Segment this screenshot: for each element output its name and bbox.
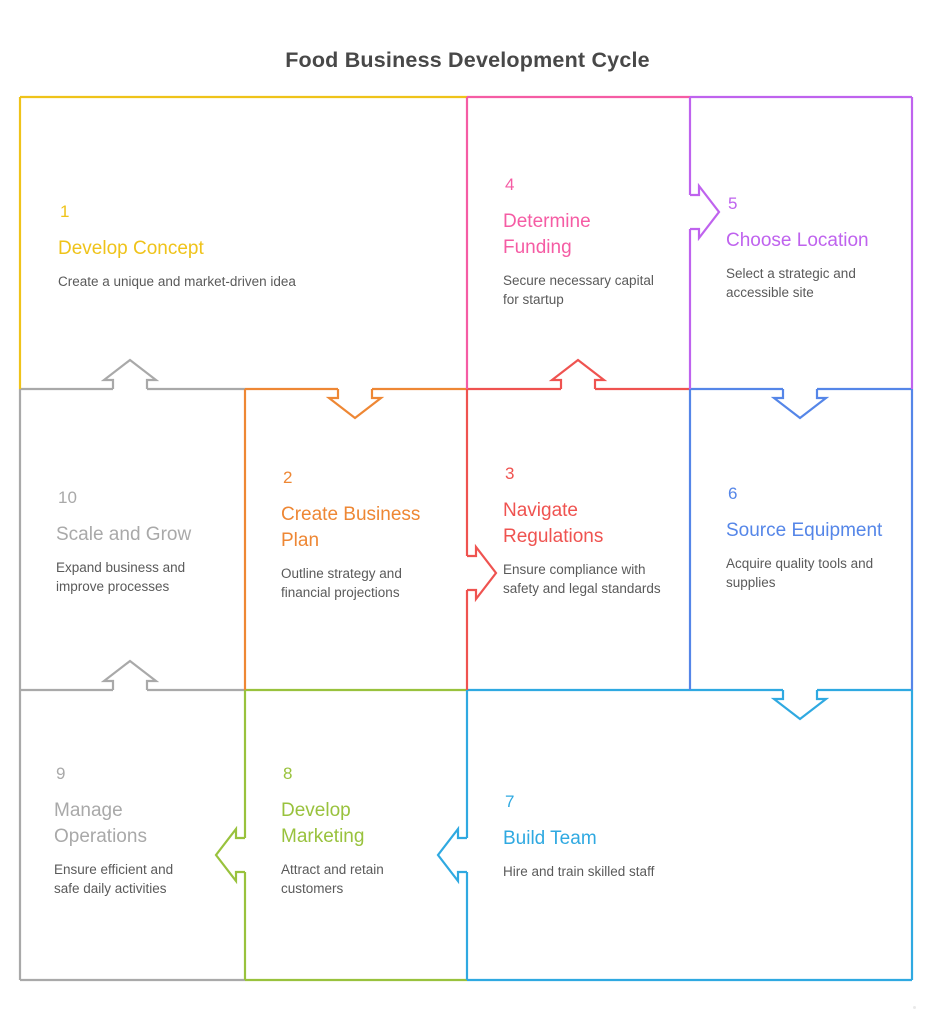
arrow-9-to-10-icon: [100, 659, 160, 690]
step-description: Hire and train skilled staff: [503, 864, 655, 879]
step-number: 9: [56, 764, 66, 783]
step-title: Build Team: [503, 828, 597, 849]
step-number: 4: [505, 175, 515, 194]
arrow-3-to-4-icon: [548, 358, 608, 389]
step-5-choose-location: 5 Choose Location Select a strategic and…: [726, 193, 926, 302]
step-title: Develop Marketing: [281, 800, 365, 847]
step-number: 5: [728, 194, 738, 213]
step-title: Navigate Regulations: [503, 500, 604, 547]
step-title: Scale and Grow: [56, 524, 192, 545]
step-title: Choose Location: [726, 230, 869, 251]
step-title: Source Equipment: [726, 520, 883, 541]
step-9-manage-operations: 9 Manage Operations Ensure efficient and…: [54, 763, 189, 898]
step-3-navigate-regulations: 3 Navigate Regulations Ensure compliance…: [503, 463, 661, 598]
step-description: Ensure compliance with safety and legal …: [503, 562, 661, 596]
step-description: Attract and retain customers: [281, 862, 384, 896]
step-6-source-equipment: 6 Source Equipment Acquire quality tools…: [726, 483, 926, 592]
step-description: Create a unique and market-driven idea: [58, 274, 296, 289]
arrow-1-to-2-icon: [325, 389, 385, 420]
step-title: Manage Operations: [54, 800, 147, 847]
step-title: Develop Concept: [58, 238, 204, 259]
arrow-4-to-5-icon: [690, 182, 721, 242]
step-number: 8: [283, 764, 293, 783]
step-10-scale-and-grow: 10 Scale and Grow Expand business and im…: [56, 487, 241, 596]
step-description: Outline strategy and financial projectio…: [281, 566, 402, 600]
step-title: Determine Funding: [503, 211, 591, 258]
step-number: 1: [60, 202, 70, 221]
artifact-dot: [913, 1006, 916, 1009]
arrow-7-to-8-icon: [436, 825, 467, 885]
step-1-develop-concept: 1 Develop Concept Create a unique and ma…: [58, 201, 368, 292]
step-number: 10: [58, 488, 77, 507]
step-7-build-team: 7 Build Team Hire and train skilled staf…: [503, 791, 833, 882]
arrow-5-to-6-icon: [770, 389, 830, 420]
arrow-10-to-1-icon: [100, 358, 160, 389]
step-description: Secure necessary capital for startup: [503, 273, 654, 307]
step-description: Ensure efficient and safe daily activiti…: [54, 862, 174, 896]
step-description: Acquire quality tools and supplies: [726, 556, 874, 590]
step-number: 6: [728, 484, 738, 503]
step-title: Create Business Plan: [281, 504, 421, 551]
arrow-8-to-9-icon: [214, 825, 245, 885]
step-description: Select a strategic and accessible site: [726, 266, 856, 300]
step-8-develop-marketing: 8 Develop Marketing Attract and retain c…: [281, 763, 406, 898]
step-2-create-business-plan: 2 Create Business Plan Outline strategy …: [281, 467, 433, 602]
step-number: 2: [283, 468, 293, 487]
arrow-2-to-3-icon: [467, 543, 498, 603]
step-description: Expand business and improve processes: [56, 560, 186, 594]
step-number: 7: [505, 792, 515, 811]
step-number: 3: [505, 464, 515, 483]
arrow-6-to-7-icon: [770, 690, 830, 721]
step-4-determine-funding: 4 Determine Funding Secure necessary cap…: [503, 174, 655, 309]
page-title: Food Business Development Cycle: [285, 48, 650, 72]
